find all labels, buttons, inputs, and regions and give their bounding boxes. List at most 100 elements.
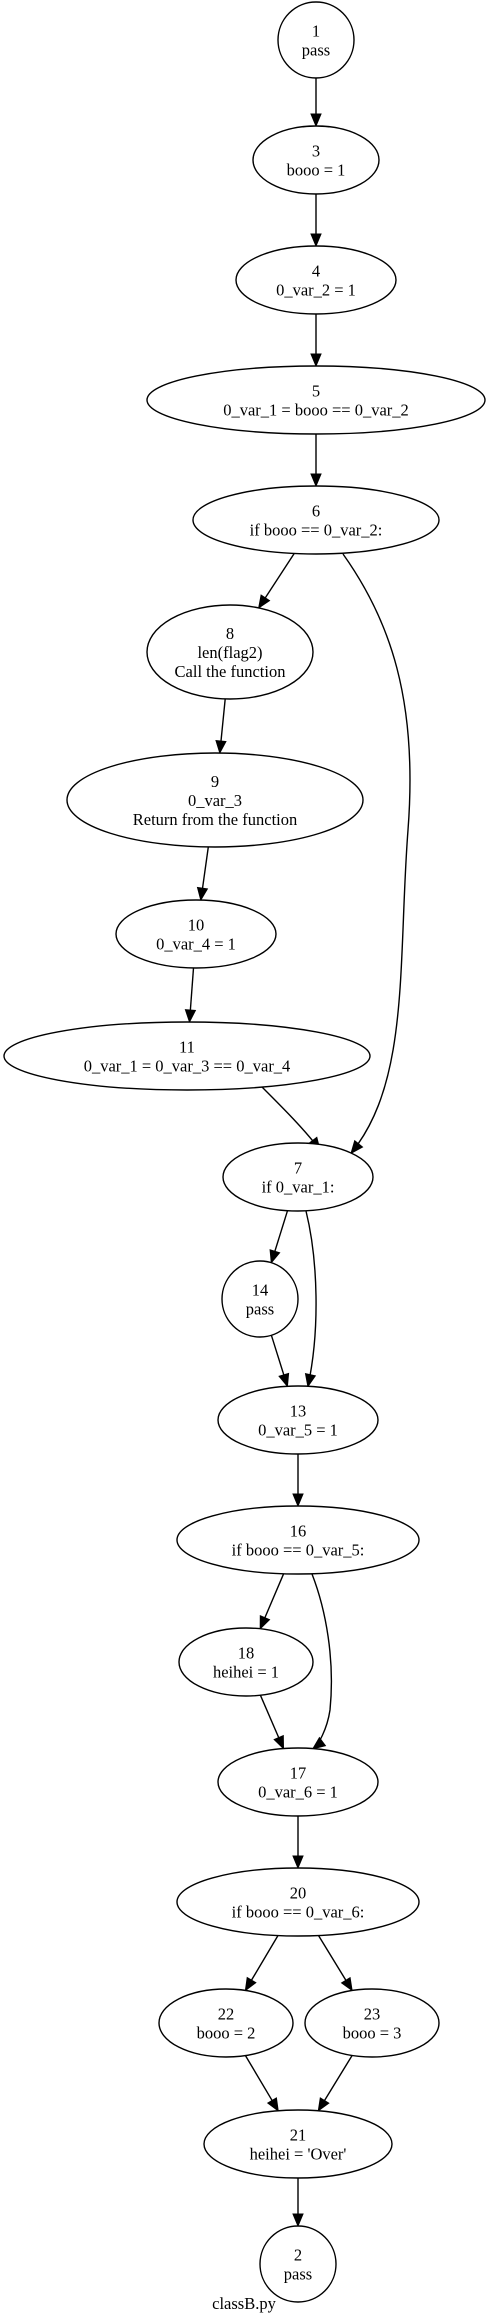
node-ellipse — [221, 1260, 299, 1338]
edge-1-to-3 — [310, 78, 322, 128]
node-number: 22 — [218, 2005, 235, 2024]
arrowhead-icon — [259, 1615, 271, 1630]
node-number: 8 — [226, 624, 234, 643]
node-ellipse — [115, 899, 277, 969]
arrowhead-icon — [273, 1734, 285, 1750]
node-number: 23 — [364, 2005, 381, 2024]
node-ellipse — [217, 1747, 379, 1817]
node-statement: 0_var_4 = 1 — [156, 935, 236, 954]
node-number: 2 — [294, 2246, 302, 2265]
node-10: 100_var_4 = 1 — [115, 899, 277, 969]
node-statement: if 0_var_1: — [262, 1178, 335, 1197]
graph-caption: classB.py — [212, 2294, 276, 2313]
arrowhead-icon — [184, 1009, 197, 1024]
node-ellipse — [217, 1385, 379, 1455]
node-statement: len(flag2) — [197, 643, 262, 662]
edge-line — [317, 1935, 347, 1982]
edge-16-to-17 — [311, 1573, 333, 1750]
node-4: 40_var_2 = 1 — [235, 245, 397, 315]
node-number: 9 — [211, 772, 219, 791]
node-17: 170_var_6 = 1 — [217, 1747, 379, 1817]
node-ellipse — [203, 2109, 393, 2179]
node-6: 6if booo == 0_var_2: — [192, 485, 440, 555]
edge-20-to-23 — [317, 1935, 353, 1992]
node-ellipse — [259, 2225, 337, 2303]
node-statement: 0_var_3 — [188, 791, 242, 810]
node-number: 18 — [238, 1644, 255, 1663]
node-number: 21 — [290, 2126, 307, 2145]
edge-23-to-21 — [317, 2055, 353, 2112]
node-number: 7 — [294, 1159, 302, 1178]
node-ellipse — [176, 1867, 420, 1937]
edge-line — [263, 1573, 285, 1619]
edge-line — [259, 1694, 280, 1739]
edge-13-to-16 — [292, 1454, 304, 1508]
node-number: 20 — [290, 1884, 307, 1903]
node-ellipse — [178, 1627, 314, 1697]
edge-18-to-17 — [259, 1694, 285, 1750]
node-ellipse — [235, 245, 397, 315]
node-statement: Return from the function — [133, 810, 298, 829]
node-statement: 0_var_5 = 1 — [258, 1421, 338, 1440]
node-7: 7if 0_var_1: — [222, 1142, 374, 1212]
arrowhead-icon — [244, 1976, 257, 1992]
edge-line — [244, 2055, 274, 2102]
node-ellipse — [252, 125, 380, 195]
edge-22-to-21 — [244, 2055, 279, 2112]
edge-3-to-4 — [310, 194, 322, 248]
edge-line — [264, 553, 295, 600]
node-statement: pass — [302, 41, 330, 60]
node-ellipse — [146, 604, 314, 700]
edge-line — [250, 1935, 279, 1982]
node-statement: 0_var_1 = booo == 0_var_2 — [223, 401, 409, 420]
node-number: 10 — [188, 916, 205, 935]
node-statement: booo = 1 — [287, 161, 346, 180]
edge-line — [261, 1086, 321, 1151]
node-ellipse — [158, 1988, 294, 2058]
edge-20-to-22 — [244, 1935, 279, 1992]
edge-line — [273, 1210, 289, 1253]
edge-9-to-10 — [196, 846, 209, 902]
node-number: 14 — [252, 1281, 269, 1300]
edge-6-to-7 — [342, 553, 411, 1155]
node-number: 16 — [290, 1522, 307, 1541]
node-number: 11 — [179, 1038, 195, 1057]
arrowhead-icon — [311, 1736, 327, 1750]
arrowhead-icon — [350, 1139, 364, 1155]
node-statement: heihei = 'Over' — [250, 2145, 347, 2164]
node-11: 110_var_1 = 0_var_3 == 0_var_4 — [3, 1021, 371, 1091]
edges-layer — [184, 78, 411, 2228]
edge-line — [189, 967, 195, 1012]
node-statement: booo = 2 — [197, 2024, 256, 2043]
edge-7-to-13 — [304, 1210, 317, 1388]
arrowhead-icon — [304, 1373, 317, 1388]
edge-line — [311, 1573, 333, 1749]
node-13: 130_var_5 = 1 — [217, 1385, 379, 1455]
node-5: 50_var_1 = booo == 0_var_2 — [146, 365, 486, 435]
edge-7-to-14 — [269, 1210, 289, 1264]
node-statement: heihei = 1 — [213, 1663, 279, 1682]
edge-10-to-11 — [184, 967, 197, 1024]
node-statement: if booo == 0_var_2: — [250, 521, 383, 540]
arrowhead-icon — [310, 353, 322, 368]
node-number: 4 — [312, 262, 320, 281]
arrowhead-icon — [257, 594, 271, 609]
node-ellipse — [176, 1505, 420, 1575]
arrowhead-icon — [278, 1372, 290, 1388]
edge-line — [201, 846, 209, 890]
node-ellipse — [146, 365, 486, 435]
arrowhead-icon — [215, 740, 227, 755]
edge-11-to-7 — [261, 1086, 321, 1152]
